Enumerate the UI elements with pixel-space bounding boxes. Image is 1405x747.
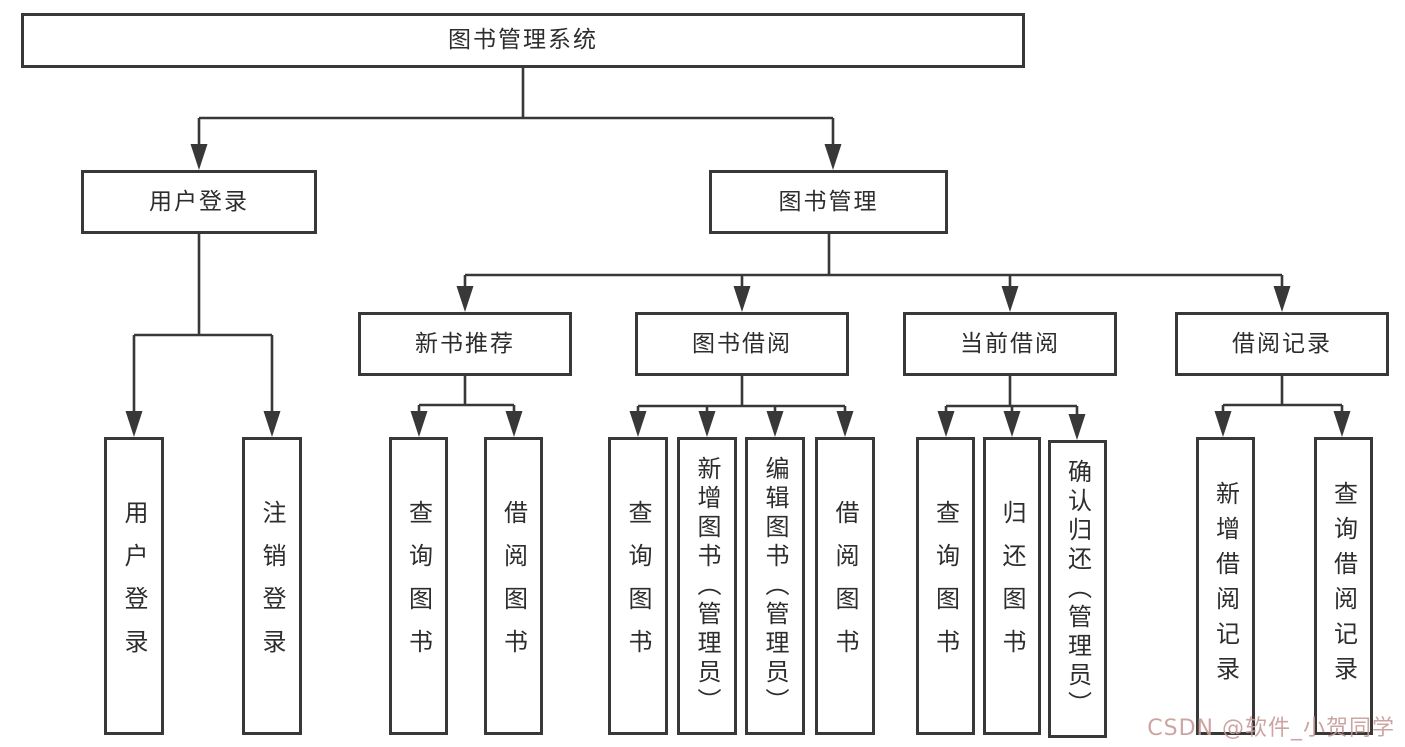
leaf-return-book: 归还图书 xyxy=(983,437,1041,735)
leaf-user-login: 用户登录 xyxy=(104,437,164,735)
leaf-add-book-admin: 新增图书（管理员） xyxy=(677,437,737,735)
leaf-add-borrow-record: 新增借阅记录 xyxy=(1196,437,1255,735)
leaf-borrow-books-recommend: 借阅图书 xyxy=(484,437,543,735)
leaf-logout: 注销登录 xyxy=(242,437,302,735)
leaf-query-books-borrowing: 查询图书 xyxy=(608,437,668,735)
arrowheads xyxy=(125,144,1351,440)
node-user-login: 用户登录 xyxy=(81,170,317,234)
leaf-confirm-return-admin: 确认归还（管理员） xyxy=(1048,440,1107,738)
node-borrow-records: 借阅记录 xyxy=(1175,312,1389,376)
leaf-query-books-current: 查询图书 xyxy=(916,437,975,735)
node-library-system: 图书管理系统 xyxy=(21,13,1025,68)
leaf-edit-book-admin: 编辑图书（管理员） xyxy=(745,437,805,735)
node-book-management: 图书管理 xyxy=(709,170,948,234)
node-new-book-recommend: 新书推荐 xyxy=(358,312,572,376)
node-current-borrowing: 当前借阅 xyxy=(903,312,1117,376)
node-book-borrowing: 图书借阅 xyxy=(635,312,849,376)
leaf-borrow-books: 借阅图书 xyxy=(815,437,875,735)
leaf-query-books-recommend: 查询图书 xyxy=(389,437,448,735)
leaf-query-borrow-record: 查询借阅记录 xyxy=(1314,437,1373,735)
watermark: CSDN @软件_小贺同学 xyxy=(1147,716,1395,741)
